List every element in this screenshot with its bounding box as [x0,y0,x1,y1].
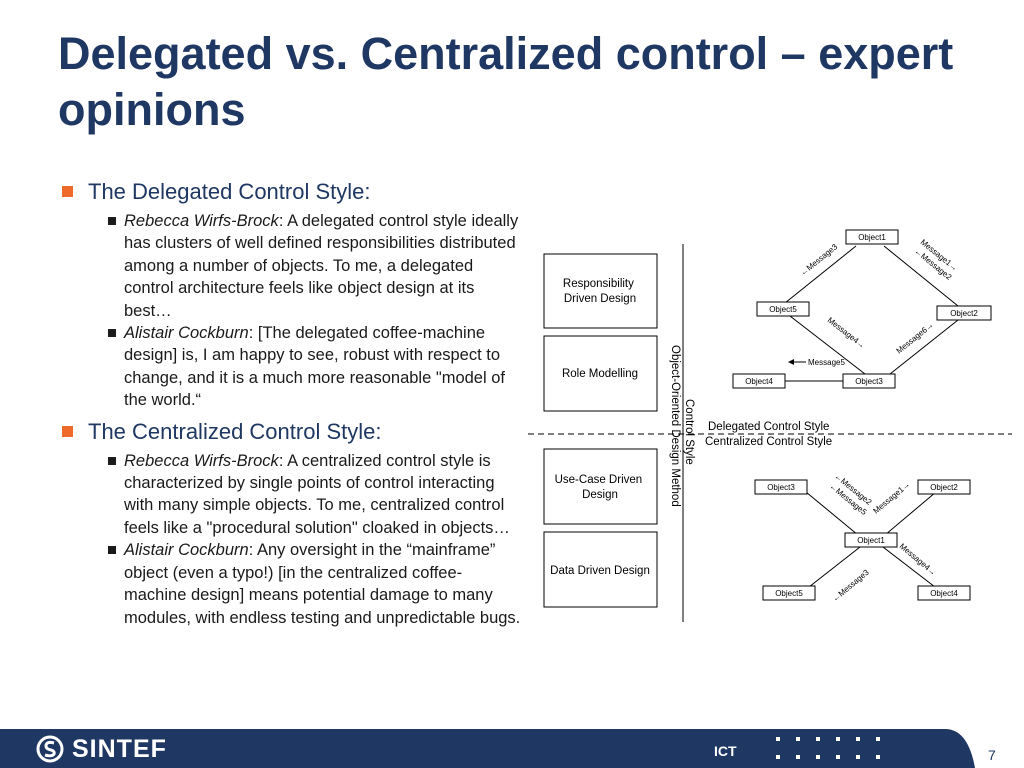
connector-line [883,245,959,307]
message-label: Message6→ [895,320,936,355]
square-bullet-icon [108,329,116,338]
square-bullet-icon [108,546,116,555]
delegated-diagram: Object1 Object2 Object5 Object4 Object3 … [732,229,992,389]
square-bullet-icon [62,186,73,197]
axis-label-outer: Object-Oriented Design Method [669,345,681,507]
message-name: Message4 [898,542,932,573]
object-box [917,585,971,601]
object-box [842,373,896,389]
object-box [845,229,899,245]
quote-text: : Any oversight in the “mainframe” objec… [124,541,521,627]
dot-grid-decoration [776,737,880,759]
object-label: Object1 [858,233,886,242]
quote-text: : [The delegated coffee-machine design] … [124,324,505,410]
square-bullet-icon [62,425,73,437]
method-label-line: Design [582,489,618,501]
quote-author: Rebecca Wirfs-Brock [124,451,279,470]
method-label-line: Driven Design [564,293,636,305]
quote-item: Rebecca Wirfs-Brock: A centralized contr… [62,450,522,540]
message-label: Message4→ [898,542,938,578]
connector-line [789,315,866,375]
message-label: Message4→ [826,315,867,350]
quote-item: Rebecca Wirfs-Brock: A delegated control… [62,210,522,322]
method-label: Role Modelling [562,368,638,380]
slide-footer [0,729,1024,768]
message-label: Message5 [808,358,845,367]
sintef-logo: SINTEF [36,735,167,763]
logo-text: SINTEF [72,734,167,763]
page-number: 7 [988,747,996,763]
square-bullet-icon [108,217,116,225]
section-heading-text: The Delegated Control Style: [88,179,371,204]
method-box [543,253,658,329]
message-label: ←Message3 [831,567,872,603]
section-heading-text: The Centralized Control Style: [88,418,382,444]
method-label: Data Driven Design [550,565,650,577]
quote-author: Alistair Cockburn [124,541,249,560]
connector-line [889,319,959,375]
method-label-line: Responsibility [563,278,634,290]
sintef-logo-icon [36,735,64,763]
message-label: ←Message3 [799,242,840,278]
centralized-diagram: Object1 Object2 Object3 Object4 Object5 … [754,472,971,604]
method-box [543,335,658,412]
object-label: Object2 [930,483,958,492]
centralized-label: Centralized Control Style [705,436,832,448]
square-bullet-icon [108,456,116,465]
object-label: Object5 [769,305,797,314]
connector-line [805,491,859,536]
method-label: Responsibility Driven Design [563,278,637,305]
object-box [732,373,786,389]
connector-line [784,245,857,304]
slide-title: Delegated vs. Centralized control – expe… [58,28,954,135]
quote-author: Alistair Cockburn [124,324,249,343]
quote-item: Alistair Cockburn: Any oversight in the … [62,539,522,629]
message-label: Message1→ [872,480,912,516]
object-box [762,585,816,601]
connector-line [808,546,861,588]
object-box [756,301,810,317]
axis-label-inner: Control Style [683,399,695,465]
slide-content: The Delegated Control Style: Rebecca Wir… [62,178,522,629]
quote-text: : A centralized control style is charact… [124,451,510,537]
quote-text: : A delegated control style ideally has … [124,212,519,320]
object-box [917,479,971,495]
message-name: Message3 [805,242,840,273]
method-box [543,448,658,525]
message-name: Message6 [895,325,930,356]
object-label: Object4 [745,377,773,386]
message-name: Message3 [837,567,871,598]
object-box [754,479,808,495]
section-heading-delegated: The Delegated Control Style: [62,178,522,206]
message-name: Message1 [872,485,906,516]
message-name: Message4 [826,315,861,345]
quote-item: Alistair Cockburn: [The delegated coffee… [62,322,522,412]
control-style-diagram: Responsibility Driven Design Role Modell… [528,229,1012,622]
method-label-line: Use-Case Driven [555,474,643,486]
connector-line [882,546,936,588]
object-label: Object5 [775,589,803,598]
footer-bar [0,729,975,768]
method-label: Use-Case Driven Design [555,474,646,501]
delegated-label: Delegated Control Style [708,421,829,433]
connector-line [884,491,937,536]
object-label: Object3 [855,377,883,386]
object-label: Object2 [950,309,978,318]
section-heading-centralized: The Centralized Control Style: [62,418,522,446]
object-box [844,532,898,548]
footer-unit: ICT [714,743,737,759]
object-label: Object4 [930,589,958,598]
method-box [543,531,658,608]
object-label: Object1 [857,536,885,545]
object-label: Object3 [767,483,795,492]
object-box [936,305,992,321]
quote-author: Rebecca Wirfs-Brock [124,212,279,230]
